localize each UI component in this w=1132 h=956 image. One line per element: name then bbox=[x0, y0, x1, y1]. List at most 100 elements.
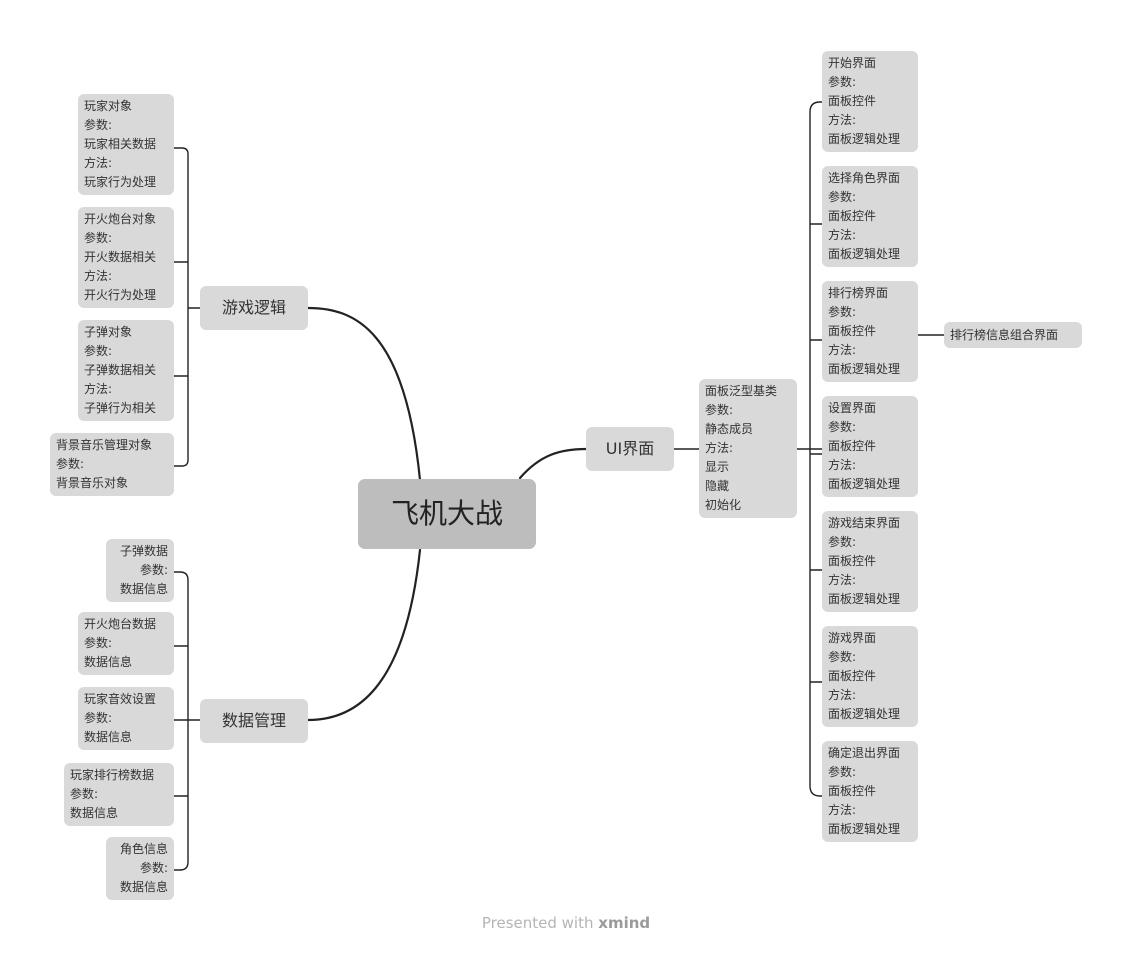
node-settings-panel[interactable]: 设置界面 参数: 面板控件 方法: 面板逻辑处理 bbox=[822, 396, 918, 497]
node-line: 面板控件 bbox=[828, 439, 877, 453]
xmind-logo[interactable]: xmind bbox=[598, 914, 651, 932]
node-line: 参数: bbox=[828, 535, 857, 549]
link-central-game-logic bbox=[306, 306, 422, 482]
node-line: 数据信息 bbox=[84, 730, 133, 744]
node-line: 方法: bbox=[705, 441, 734, 455]
node-line: 面板控件 bbox=[828, 554, 877, 568]
node-line: 初始化 bbox=[705, 498, 742, 512]
footer-credit: Presented with xmind bbox=[0, 914, 1132, 932]
node-line: 参数: bbox=[828, 765, 857, 779]
node-line: 面板控件 bbox=[828, 209, 877, 223]
node-line: 数据信息 bbox=[70, 806, 119, 820]
node-line: 面板逻辑处理 bbox=[828, 707, 901, 721]
node-turret-object[interactable]: 开火炮台对象 参数: 开火数据相关 方法: 开火行为处理 bbox=[78, 207, 174, 308]
node-line: 面板控件 bbox=[828, 669, 877, 683]
node-player-object[interactable]: 玩家对象 参数: 玩家相关数据 方法: 玩家行为处理 bbox=[78, 94, 174, 195]
node-line: 参数: bbox=[139, 563, 168, 577]
node-line: 面板逻辑处理 bbox=[828, 592, 901, 606]
node-line: 背景音乐管理对象 bbox=[56, 438, 153, 452]
node-select-role-panel[interactable]: 选择角色界面 参数: 面板控件 方法: 面板逻辑处理 bbox=[822, 166, 918, 267]
bracket-game-logic bbox=[173, 147, 200, 467]
node-line: 显示 bbox=[705, 460, 730, 474]
node-line: 参数: bbox=[84, 118, 113, 132]
node-line: 面板控件 bbox=[828, 324, 877, 338]
node-line: 确定退出界面 bbox=[828, 746, 901, 760]
node-line: 参数: bbox=[84, 636, 113, 650]
branch-game-logic[interactable]: 游戏逻辑 bbox=[200, 286, 308, 330]
link-central-ui bbox=[518, 447, 588, 480]
node-turret-data[interactable]: 开火炮台数据 参数: 数据信息 bbox=[78, 612, 174, 675]
node-line: 设置界面 bbox=[828, 401, 877, 415]
branch-ui[interactable]: UI界面 bbox=[586, 427, 674, 471]
node-line: 玩家对象 bbox=[84, 99, 133, 113]
node-line: 方法: bbox=[828, 803, 857, 817]
node-line: 参数: bbox=[139, 861, 168, 875]
node-line: 方法: bbox=[828, 343, 857, 357]
bracket-ui-panels bbox=[797, 101, 822, 797]
node-line: 方法: bbox=[84, 382, 113, 396]
node-line: 子弹数据相关 bbox=[84, 363, 157, 377]
node-ranking-info-combo[interactable]: 排行榜信息组合界面 bbox=[944, 322, 1082, 348]
node-panel-base-class[interactable]: 面板泛型基类 参数: 静态成员 方法: 显示 隐藏 初始化 bbox=[699, 379, 797, 518]
node-line: 选择角色界面 bbox=[828, 171, 901, 185]
branch-data-mgmt[interactable]: 数据管理 bbox=[200, 699, 308, 743]
node-line: 开火炮台数据 bbox=[84, 617, 157, 631]
node-line: 排行榜信息组合界面 bbox=[950, 328, 1059, 342]
central-topic[interactable]: 飞机大战 bbox=[358, 479, 536, 549]
node-line: 玩家相关数据 bbox=[84, 137, 157, 151]
node-line: 子弹行为相关 bbox=[84, 401, 157, 415]
node-line: 玩家行为处理 bbox=[84, 175, 157, 189]
node-line: 面板逻辑处理 bbox=[828, 822, 901, 836]
node-line: 隐藏 bbox=[705, 479, 730, 493]
node-line: 角色信息 bbox=[119, 842, 168, 856]
node-line: 参数: bbox=[828, 305, 857, 319]
node-line: 参数: bbox=[828, 650, 857, 664]
node-line: 开火炮台对象 bbox=[84, 212, 157, 226]
node-leaderboard-data[interactable]: 玩家排行榜数据 参数: 数据信息 bbox=[64, 763, 174, 826]
node-sound-settings[interactable]: 玩家音效设置 参数: 数据信息 bbox=[78, 687, 174, 750]
node-line: 数据信息 bbox=[84, 655, 133, 669]
node-line: 参数: bbox=[705, 403, 734, 417]
bracket-data-mgmt bbox=[173, 571, 200, 871]
node-game-over-panel[interactable]: 游戏结束界面 参数: 面板控件 方法: 面板逻辑处理 bbox=[822, 511, 918, 612]
node-line: 方法: bbox=[828, 458, 857, 472]
node-line: 游戏界面 bbox=[828, 631, 877, 645]
node-line: 方法: bbox=[828, 573, 857, 587]
node-line: 方法: bbox=[84, 156, 113, 170]
node-confirm-exit-panel[interactable]: 确定退出界面 参数: 面板控件 方法: 面板逻辑处理 bbox=[822, 741, 918, 842]
node-line: 参数: bbox=[84, 344, 113, 358]
node-line: 面板泛型基类 bbox=[705, 384, 778, 398]
node-line: 面板控件 bbox=[828, 94, 877, 108]
node-bullet-object[interactable]: 子弹对象 参数: 子弹数据相关 方法: 子弹行为相关 bbox=[78, 320, 174, 421]
node-start-panel[interactable]: 开始界面 参数: 面板控件 方法: 面板逻辑处理 bbox=[822, 51, 918, 152]
node-line: 方法: bbox=[828, 688, 857, 702]
node-line: 面板逻辑处理 bbox=[828, 132, 901, 146]
node-line: 开火行为处理 bbox=[84, 288, 157, 302]
node-line: 排行榜界面 bbox=[828, 286, 889, 300]
node-character-info[interactable]: 角色信息 参数: 数据信息 bbox=[106, 837, 174, 900]
node-line: 面板逻辑处理 bbox=[828, 247, 901, 261]
node-line: 面板控件 bbox=[828, 784, 877, 798]
node-line: 参数: bbox=[828, 75, 857, 89]
node-line: 参数: bbox=[84, 231, 113, 245]
node-line: 面板逻辑处理 bbox=[828, 362, 901, 376]
node-line: 玩家排行榜数据 bbox=[70, 768, 155, 782]
node-game-panel[interactable]: 游戏界面 参数: 面板控件 方法: 面板逻辑处理 bbox=[822, 626, 918, 727]
node-line: 开始界面 bbox=[828, 56, 877, 70]
node-bullet-data[interactable]: 子弹数据 参数: 数据信息 bbox=[106, 539, 174, 602]
node-ranking-panel[interactable]: 排行榜界面 参数: 面板控件 方法: 面板逻辑处理 bbox=[822, 281, 918, 382]
link-central-data-mgmt bbox=[306, 548, 422, 722]
footer-prefix: Presented with bbox=[481, 914, 594, 932]
node-line: 子弹数据 bbox=[119, 544, 168, 558]
node-line: 游戏结束界面 bbox=[828, 516, 901, 530]
node-line: 参数: bbox=[828, 190, 857, 204]
node-line: 数据信息 bbox=[119, 582, 168, 596]
node-line: 子弹对象 bbox=[84, 325, 133, 339]
node-line: 面板逻辑处理 bbox=[828, 477, 901, 491]
node-line: 方法: bbox=[84, 269, 113, 283]
node-line: 参数: bbox=[84, 711, 113, 725]
node-line: 开火数据相关 bbox=[84, 250, 157, 264]
node-line: 参数: bbox=[56, 457, 85, 471]
node-bgm-object[interactable]: 背景音乐管理对象 参数: 背景音乐对象 bbox=[50, 433, 174, 496]
